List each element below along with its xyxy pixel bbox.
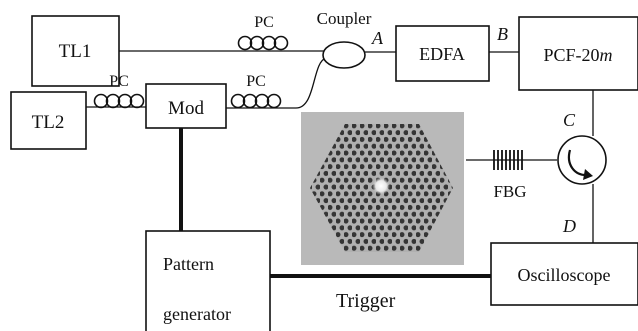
pc-coil-icon: [237, 35, 289, 51]
point-c-label: C: [563, 110, 576, 130]
pc-coil-icon: [93, 93, 145, 109]
fbg: FBG: [493, 150, 527, 201]
pc-label: PC: [246, 73, 266, 90]
pcf-cross-section-image: [301, 112, 464, 265]
pcf-box: PCF-20m: [518, 16, 638, 91]
pcf-label-main: PCF-20: [543, 45, 599, 65]
fiber-mod-coupler: [226, 57, 327, 109]
tl2-label: TL2: [32, 112, 65, 133]
edfa-label: EDFA: [419, 44, 465, 64]
pc-tl2: PC: [93, 73, 145, 109]
pattern-label-line1: Pattern: [163, 254, 214, 274]
tl2-box: TL2: [10, 91, 87, 150]
fbg-label: FBG: [493, 182, 526, 201]
circulator-icon: [557, 135, 607, 185]
fbg-grating-icon: [493, 150, 523, 170]
coupler-icon: [322, 41, 366, 69]
coupler: Coupler: [317, 9, 372, 69]
fiber-lines: [86, 50, 594, 243]
trigger-label: Trigger: [336, 290, 396, 312]
tl1-label: TL1: [59, 41, 92, 62]
electrical-lines: [179, 128, 491, 278]
pc-tl1: PC: [237, 14, 289, 51]
pcf-label: PCF-20m: [543, 45, 612, 65]
tl1-box: TL1: [31, 15, 120, 87]
pattern-generator-box: Pattern generator: [145, 230, 271, 331]
pc-label: PC: [254, 14, 274, 31]
circulator: [557, 135, 607, 185]
mod-label: Mod: [168, 98, 204, 119]
oscilloscope-label: Oscilloscope: [518, 265, 611, 285]
oscilloscope-box: Oscilloscope: [490, 242, 638, 306]
pattern-label-line2: generator: [163, 304, 231, 324]
point-d-label: D: [562, 216, 576, 236]
coupler-label: Coupler: [317, 9, 372, 28]
pc-label: PC: [109, 73, 129, 90]
pc-mod: PC: [230, 73, 282, 109]
pc-coil-icon: [230, 93, 282, 109]
mod-box: Mod: [145, 83, 227, 129]
point-a-label: A: [371, 28, 384, 48]
circulator-arrowhead-icon: [583, 169, 593, 180]
fiber-core: [372, 177, 390, 195]
point-b-label: B: [497, 24, 508, 44]
pcf-label-unit: m: [600, 45, 613, 65]
edfa-box: EDFA: [395, 25, 490, 82]
